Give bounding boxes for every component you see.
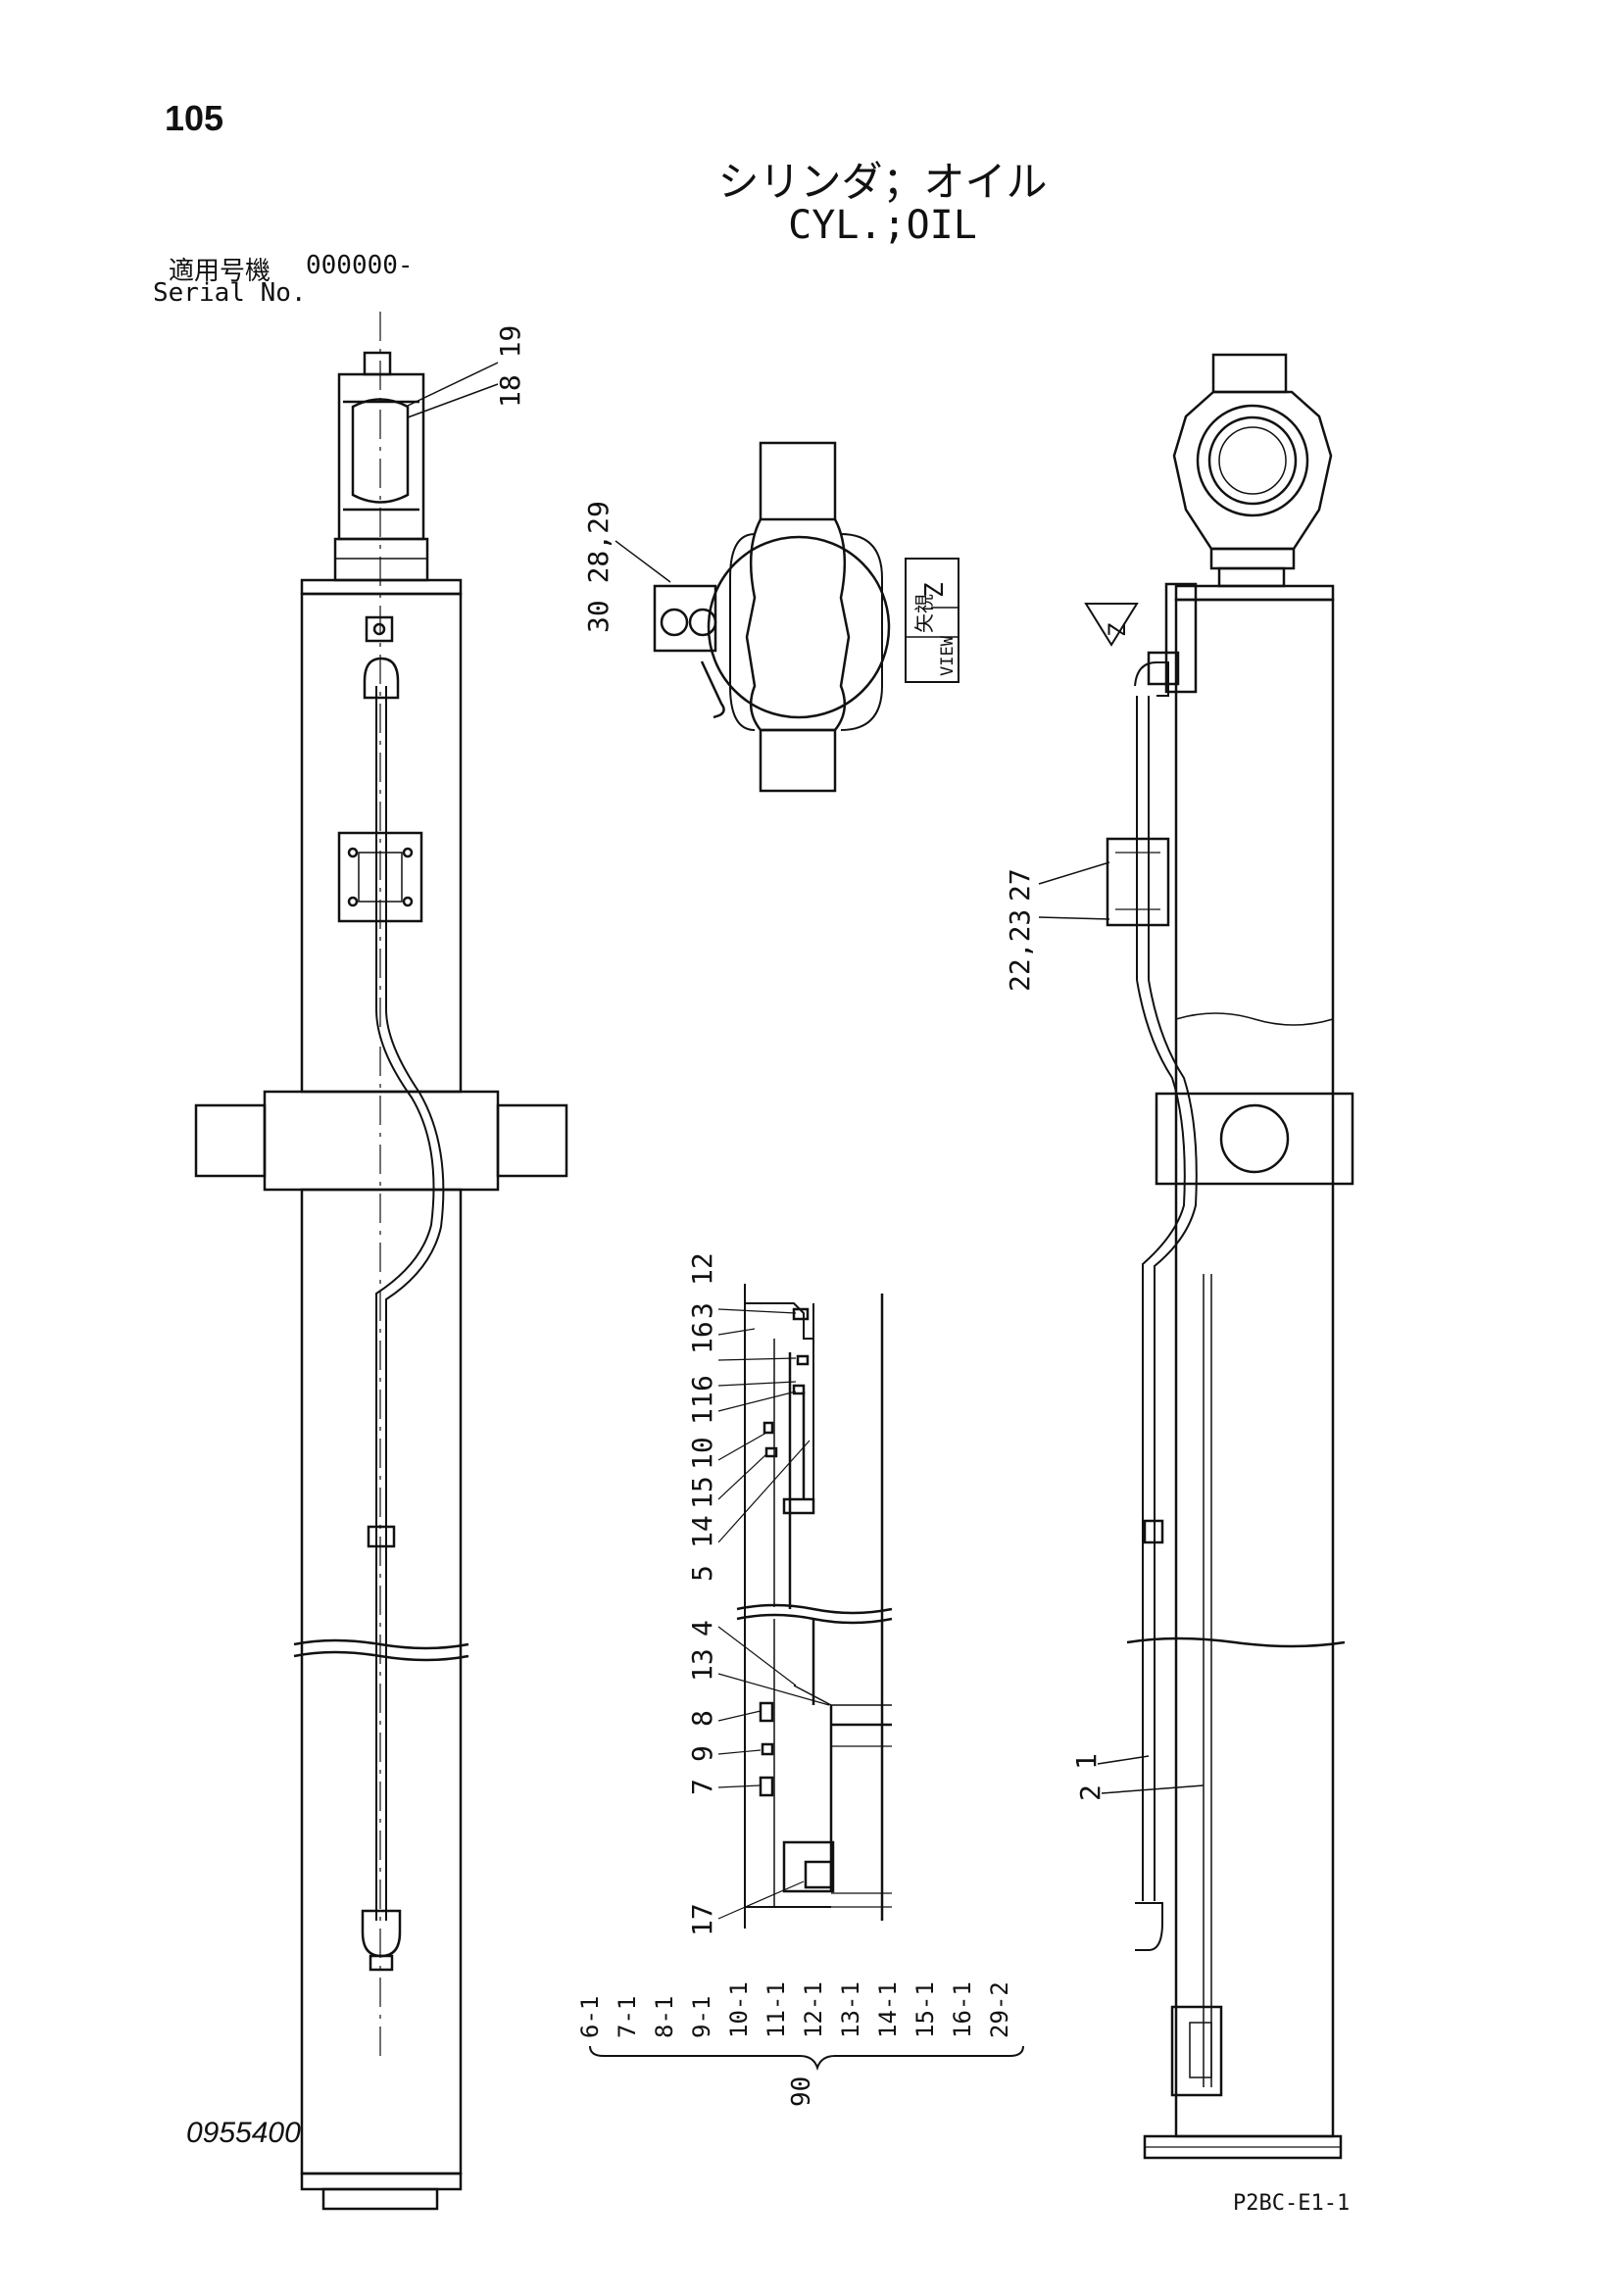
callout-14: 14 — [686, 1515, 718, 1548]
callout-7: 7 — [686, 1779, 718, 1795]
view-label-en: VIEW — [938, 635, 958, 676]
serial-label-english: Serial No. — [153, 278, 307, 308]
view-letter: Z — [920, 582, 950, 598]
callout-8: 8 — [686, 1710, 718, 1727]
callout-18-19: 18 19 — [494, 325, 526, 408]
kit-item: 8-1 — [651, 1996, 678, 2038]
kit-item: 13-1 — [837, 1981, 864, 2038]
callout-15: 15 — [686, 1476, 718, 1509]
callout-30-28-29: 30 28,29 — [582, 501, 615, 633]
callout-13: 13 — [686, 1648, 718, 1682]
document-number: 0955400 — [186, 2117, 301, 2149]
callout-6: 6 — [686, 1375, 718, 1392]
callout-27: 27 — [1004, 868, 1036, 902]
callout-11: 11 — [686, 1392, 718, 1425]
kit-item: 6-1 — [576, 1996, 604, 2038]
serial-label-japanese: 適用号機 — [169, 257, 271, 286]
title-japanese: シリンダ；オイル — [717, 158, 1048, 206]
callout-16: 16 — [686, 1321, 718, 1354]
callout-1: 1 — [1070, 1753, 1103, 1770]
kit-item: 15-1 — [911, 1981, 939, 2038]
kit-item: 12-1 — [800, 1981, 827, 2038]
view-label-jp: 矢視 — [912, 594, 936, 633]
drawing-labels: 18 19 30 28,29 矢視 VIEW Z Z 27 22,23 1 2 … — [494, 325, 1131, 2107]
callout-9: 9 — [686, 1745, 718, 1762]
callout-3: 3 — [686, 1302, 718, 1319]
callout-12: 12 — [686, 1252, 718, 1286]
kit-item: 14-1 — [874, 1981, 902, 2038]
arrow-letter: Z — [1104, 623, 1131, 637]
right-cylinder-view — [1038, 353, 1354, 2160]
kit-bracket — [589, 2045, 1024, 2072]
kit-number: 90 — [787, 2076, 816, 2107]
seal-section-detail — [717, 1284, 893, 1929]
left-cylinder-view — [194, 312, 568, 2211]
kit-item: 10-1 — [725, 1981, 753, 2038]
callout-5: 5 — [686, 1565, 718, 1582]
kit-item: 9-1 — [688, 1996, 715, 2038]
page-number: 105 — [165, 98, 224, 138]
kit-item: 7-1 — [614, 1996, 641, 2038]
kit-item: 16-1 — [949, 1981, 976, 2038]
kit-item: 29-2 — [986, 1981, 1013, 2038]
serial-value: 000000- — [306, 251, 414, 280]
title-english: CYL.;OIL — [788, 203, 977, 248]
drawing-code: P2BC-E1-1 — [1233, 2191, 1351, 2216]
kit-item: 11-1 — [762, 1981, 790, 2038]
callout-2: 2 — [1074, 1784, 1107, 1801]
callout-4: 4 — [686, 1620, 718, 1637]
callout-22-23: 22,23 — [1004, 909, 1036, 992]
callout-17: 17 — [686, 1903, 718, 1936]
view-z-section — [615, 441, 959, 793]
callout-10: 10 — [686, 1437, 718, 1470]
